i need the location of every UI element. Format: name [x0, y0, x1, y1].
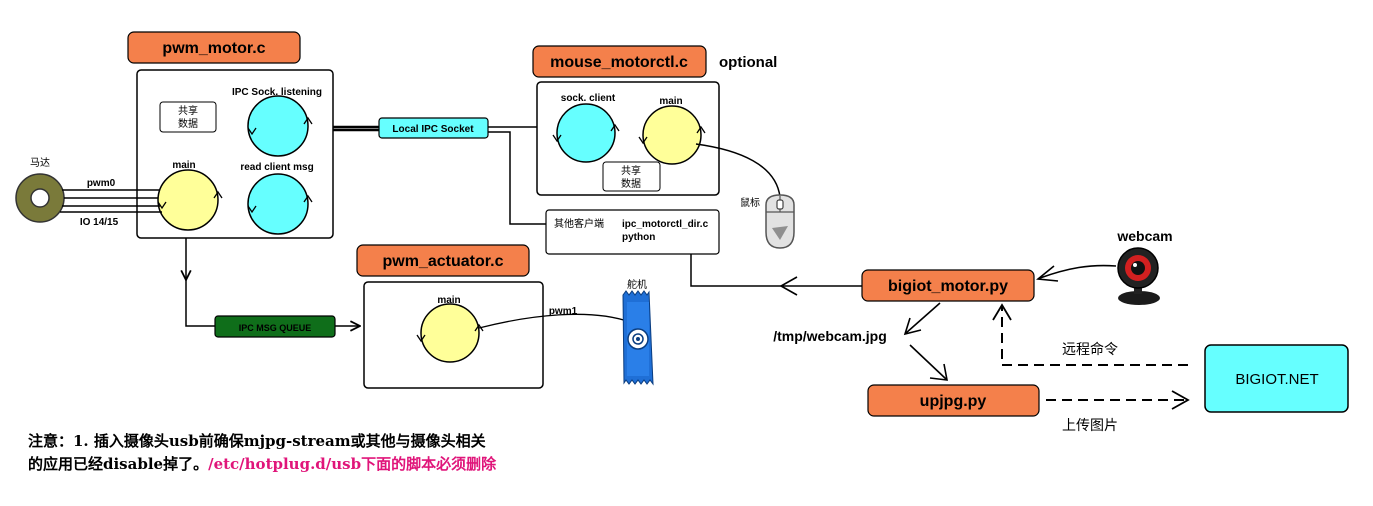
- upjpg-title: upjpg.py: [920, 393, 987, 410]
- mouse-label: 鼠标: [740, 196, 760, 209]
- sock-client-loop: [556, 103, 616, 163]
- mouse-icon: [765, 194, 795, 249]
- mouse-motorctl-title: mouse_motorctl.c: [550, 54, 688, 71]
- pwm-motor-shared-line1: 共享: [178, 104, 198, 117]
- pwm-actuator-title: pwm_actuator.c: [383, 253, 504, 270]
- mouse-main-label: main: [659, 96, 682, 107]
- pwm-motor-main-loop: [157, 169, 219, 231]
- pwm-motor-title: pwm_motor.c: [162, 40, 265, 57]
- other-client-name: ipc_motorctl_dir.c: [622, 219, 709, 230]
- bigiot-motor-box: [861, 269, 1035, 302]
- pwm-motor-title-box: [127, 31, 301, 64]
- servo-icon: [622, 290, 654, 386]
- pwm1-label: pwm1: [549, 306, 578, 317]
- other-client-prefix: 其他客户端: [554, 217, 604, 230]
- other-client-box: [545, 209, 720, 255]
- mouse-shared-line1: 共享: [621, 164, 641, 177]
- read-client-loop: [247, 173, 309, 235]
- bigiot-net-title: BIGIOT.NET: [1235, 371, 1318, 388]
- pwm-actuator-main-label: main: [437, 295, 460, 306]
- local-ipc-socket-box: [378, 117, 489, 139]
- webcam-icon: [1117, 247, 1160, 305]
- ipc-listen-loop: [247, 95, 309, 157]
- other-client-lang: python: [622, 232, 655, 243]
- pwm-motor-shared-data: [159, 101, 217, 133]
- pwm-motor-main-label: main: [172, 160, 195, 171]
- motor-label: 马达: [30, 157, 50, 169]
- pwm-actuator-main-loop: [420, 303, 480, 363]
- mouse-shared-line2: 数据: [621, 177, 641, 190]
- note-line2-pink: /etc/hotplug.d/usb下面的脚本必须删除: [208, 455, 497, 473]
- optional-label: optional: [719, 54, 777, 71]
- local-ipc-socket-label: Local IPC Socket: [392, 124, 474, 135]
- mouse-motorctl-title-box: [532, 45, 707, 78]
- io-pins-label: IO 14/15: [80, 217, 119, 228]
- note-line2: 的应用已经disable掉了。/etc/hotplug.d/usb下面的脚本必须…: [28, 455, 497, 473]
- motor-icon: [15, 173, 65, 223]
- note-line1: 注意：1. 插入摄像头usb前确保mjpg-stream或其他与摄像头相关: [28, 432, 486, 450]
- ipc-msg-queue-label: IPC MSG QUEUE: [239, 323, 312, 333]
- sock-client-label: sock. client: [561, 93, 616, 104]
- servo-label: 舵机: [627, 278, 647, 291]
- mouse-shared-data: [602, 161, 661, 192]
- webcam-label: webcam: [1116, 228, 1172, 244]
- ipc-sock-listening-label: IPC Sock. listening: [232, 87, 322, 98]
- pwm-actuator-title-box: [356, 244, 530, 277]
- webcam-file-label: /tmp/webcam.jpg: [773, 328, 887, 344]
- pwm0-label: pwm0: [87, 178, 116, 189]
- mouse-main-loop: [642, 105, 702, 165]
- read-client-msg-label: read client msg: [240, 162, 313, 173]
- bigiot-motor-title: bigiot_motor.py: [888, 278, 1008, 295]
- upload-pic-label: 上传图片: [1062, 418, 1118, 434]
- note-line2-black: 的应用已经disable掉了。: [28, 455, 208, 473]
- remote-cmd-label: 远程命令: [1062, 341, 1118, 358]
- bigiot-net-box: [1204, 344, 1349, 413]
- upjpg-box: [867, 384, 1040, 417]
- pwm-motor-shared-line2: 数据: [178, 117, 198, 130]
